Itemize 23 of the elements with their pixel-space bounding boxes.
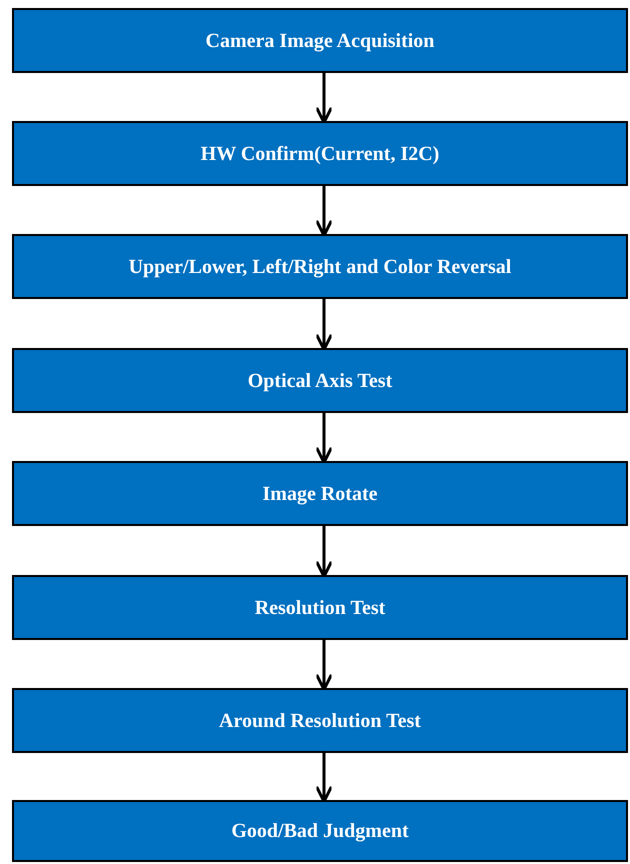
process-box: [12, 348, 628, 413]
process-box: [12, 234, 628, 299]
process-box: [12, 461, 628, 526]
box-label: Resolution Test: [254, 596, 386, 620]
arrow: [315, 299, 333, 351]
box-label: HW Confirm(Current, I2C): [200, 142, 440, 166]
process-box: [12, 121, 628, 186]
box-label: Upper/Lower, Left/Right and Color Reversal: [128, 254, 512, 280]
box-label: Around Resolution Test: [219, 708, 421, 734]
process-box: [12, 800, 628, 862]
arrow: [315, 413, 333, 464]
arrow: [315, 186, 333, 237]
arrow: [315, 640, 333, 691]
box-label: Optical Axis Test: [248, 368, 392, 394]
arrow: [315, 73, 333, 124]
arrow: [315, 526, 333, 578]
arrow: [315, 753, 333, 803]
process-box: [12, 575, 628, 640]
process-box: [12, 688, 628, 753]
process-box: [12, 8, 628, 73]
box-label: Image Rotate: [262, 482, 378, 506]
box-label: Good/Bad Judgment: [231, 819, 409, 844]
box-label: Camera Image Acquisition: [206, 28, 434, 54]
